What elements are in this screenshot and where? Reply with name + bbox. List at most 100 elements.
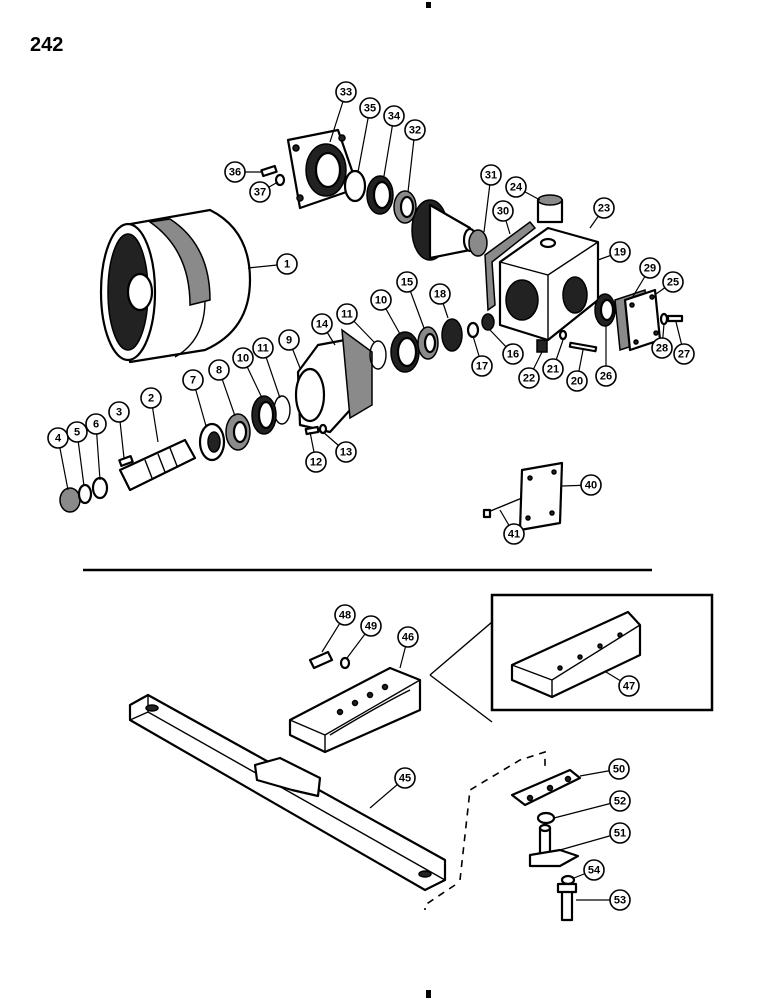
gasket-30-part	[484, 220, 537, 312]
callout-label-15: 15	[401, 277, 413, 289]
callout-label-51: 51	[614, 828, 626, 840]
nut-17-part	[466, 321, 480, 339]
callout-label-3: 3	[116, 407, 122, 419]
cup-34-part	[366, 175, 394, 215]
callout-circle-20	[566, 370, 588, 392]
shaft-2-part	[118, 438, 197, 492]
inset-pointer	[429, 621, 493, 723]
pinion-gear-part	[441, 318, 463, 352]
callout-circle-8	[208, 359, 230, 381]
drawbar-45-part	[128, 693, 447, 892]
bolt-53-part	[556, 882, 578, 922]
callout-label-22: 22	[523, 373, 535, 385]
callout-label-10: 10	[237, 353, 249, 365]
bolt-20-part	[568, 341, 598, 353]
callout-circle-29	[639, 257, 661, 279]
callout-label-18: 18	[434, 289, 446, 301]
callout-circle-14	[311, 313, 333, 335]
bearing-15-part	[417, 326, 439, 360]
callout-label-50: 50	[613, 764, 625, 776]
callout-circle-5	[66, 421, 88, 443]
callout-circle-46	[397, 626, 419, 648]
callout-circle-18	[429, 283, 451, 305]
callout-label-53: 53	[614, 895, 626, 907]
callout-circle-23	[593, 197, 615, 219]
callout-label-6: 6	[93, 419, 99, 431]
callout-label-9: 9	[286, 335, 292, 347]
callout-label-33: 33	[340, 87, 352, 99]
bolt-48-part	[308, 650, 334, 670]
callout-label-46: 46	[402, 632, 414, 644]
plate-40-part	[518, 461, 564, 532]
callout-circle-53	[609, 889, 631, 911]
callout-label-41: 41	[508, 529, 520, 541]
callout-label-11: 11	[257, 343, 269, 355]
callout-leader-52	[553, 800, 621, 819]
callout-circle-41	[503, 523, 525, 545]
callout-circle-30	[492, 200, 514, 222]
callout-label-23: 23	[598, 203, 610, 215]
callout-label-10: 10	[375, 295, 387, 307]
washer-16-part	[481, 313, 495, 331]
callout-label-13: 13	[340, 447, 352, 459]
callout-circle-13	[335, 441, 357, 463]
callout-circle-10	[370, 289, 392, 311]
bolt-41-part	[482, 497, 523, 519]
callout-circle-1	[276, 253, 298, 275]
callout-circle-47	[618, 675, 640, 697]
callout-label-45: 45	[399, 773, 411, 785]
bearing-8-part	[225, 413, 251, 451]
callout-label-32: 32	[409, 125, 421, 137]
callout-label-28: 28	[656, 343, 668, 355]
callout-circle-11	[336, 303, 358, 325]
callout-label-47: 47	[623, 681, 635, 693]
callout-circle-36	[224, 161, 246, 183]
callout-circle-15	[396, 271, 418, 293]
callout-circle-2	[140, 387, 162, 409]
washer-49-part	[339, 656, 351, 670]
callout-circle-16	[502, 343, 524, 365]
cup-26-part	[594, 293, 616, 327]
callout-circle-10	[232, 347, 254, 369]
plate-50-part	[510, 768, 582, 807]
callout-circle-11	[252, 337, 274, 359]
plug-22-part	[536, 339, 548, 353]
callout-circle-6	[85, 413, 107, 435]
cup-10b-part	[251, 395, 277, 435]
key-3-part	[118, 455, 134, 467]
callout-label-25: 25	[667, 277, 679, 289]
callout-circle-28	[651, 337, 673, 359]
callout-circle-22	[518, 367, 540, 389]
callout-circle-40	[580, 474, 602, 496]
nut-4-part	[59, 487, 81, 513]
callout-circle-45	[394, 767, 416, 789]
callout-circle-48	[334, 604, 356, 626]
callout-circle-32	[404, 119, 426, 141]
callout-label-2: 2	[148, 393, 154, 405]
washer-21-part	[558, 329, 568, 341]
callout-circle-31	[480, 164, 502, 186]
callout-circle-12	[305, 451, 327, 473]
bolt-36-part	[260, 164, 278, 178]
callout-circle-9	[278, 329, 300, 351]
callout-circle-3	[108, 401, 130, 423]
callout-circle-33	[335, 81, 357, 103]
callout-label-52: 52	[614, 796, 626, 808]
callout-circle-21	[542, 358, 564, 380]
cup-10a-part	[390, 331, 420, 373]
washer-28-part	[659, 312, 669, 326]
bearing-32-part	[393, 190, 417, 224]
callout-circle-50	[608, 758, 630, 780]
callout-label-37: 37	[254, 187, 266, 199]
callout-circle-4	[47, 427, 69, 449]
callout-label-35: 35	[364, 103, 376, 115]
callout-label-29: 29	[644, 263, 656, 275]
washer-13-part	[318, 423, 328, 435]
bolt-27-part	[666, 314, 684, 323]
hitch-pin-51-part	[528, 823, 580, 868]
washer-54-part	[560, 874, 576, 886]
callout-circle-54	[583, 859, 605, 881]
callout-circle-27	[673, 343, 695, 365]
